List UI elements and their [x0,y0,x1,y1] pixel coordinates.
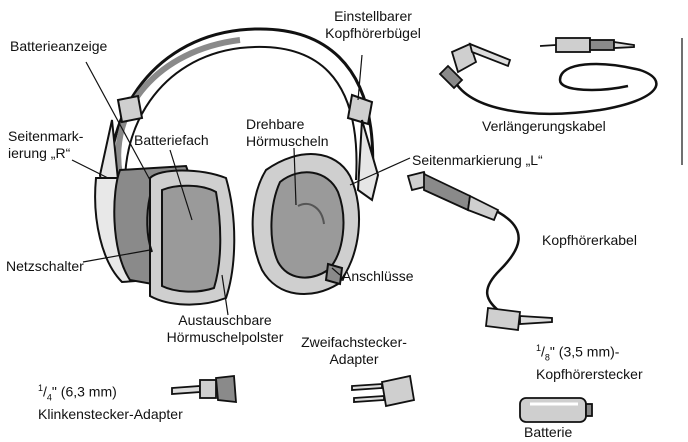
extension-cable-illustration [440,38,656,114]
label-power-switch: Netzschalter [6,258,84,275]
label-replaceable-pads: Austauschbare Hörmuschelpolster [150,312,300,346]
label-replaceable-pads-line1: Austauschbare [150,312,300,329]
battery-illustration [520,398,592,422]
label-jack-adapter-line1: 1/4" (6,3 mm) [38,380,183,406]
label-side-marking-r: Seitenmark- ierung „R“ [8,128,83,162]
label-jack-adapter-line2: Klinkenstecker-Adapter [38,406,183,423]
label-jack-adapter: 1/4" (6,3 mm) Klinkenstecker-Adapter [38,380,183,423]
label-jack-adapter-num: 1 [38,383,43,393]
label-mini-plug-line1: 1/8" (3,5 mm)- [536,340,643,366]
label-headband-adjustable: Einstellbarer Kopfhörerbügel [318,8,428,42]
label-dual-plug-line1: Zweifachstecker- [292,334,416,351]
label-jack-adapter-size: " (6,3 mm) [52,384,117,400]
label-connectors: Anschlüsse [342,268,414,285]
label-rotating-earcups-line1: Drehbare [246,116,328,133]
label-rotating-earcups: Drehbare Hörmuscheln [246,116,328,150]
label-headband-line2: Kopfhörerbügel [318,25,428,42]
label-rotating-earcups-line2: Hörmuscheln [246,133,328,150]
label-headband-line1: Einstellbarer [318,8,428,25]
label-battery: Batterie [524,424,572,441]
label-battery-compartment: Batteriefach [134,132,209,149]
label-dual-plug-line2: Adapter [292,351,416,368]
label-battery-indicator: Batterieanzeige [10,38,107,55]
dual-plug-adapter-illustration [352,376,414,406]
label-headphone-cable: Kopfhörerkabel [542,232,637,249]
label-mini-plug-line2: Kopfhörerstecker [536,366,643,383]
label-side-marking-l: Seitenmarkierung „L“ [412,152,543,169]
label-replaceable-pads-line2: Hörmuschelpolster [150,329,300,346]
label-mini-plug-size: " (3,5 mm)- [550,344,620,360]
earcup-right-illustration [95,166,234,305]
label-extension-cable: Verlängerungskabel [482,118,606,135]
label-mini-plug-num: 1 [536,343,541,353]
headphone-cable-illustration [408,172,552,330]
label-side-marking-r-line1: Seitenmark- [8,128,83,145]
label-dual-plug-adapter: Zweifachstecker- Adapter [292,334,416,368]
label-side-marking-r-line2: ierung „R“ [8,145,83,162]
label-mini-plug: 1/8" (3,5 mm)- Kopfhörerstecker [536,340,643,383]
